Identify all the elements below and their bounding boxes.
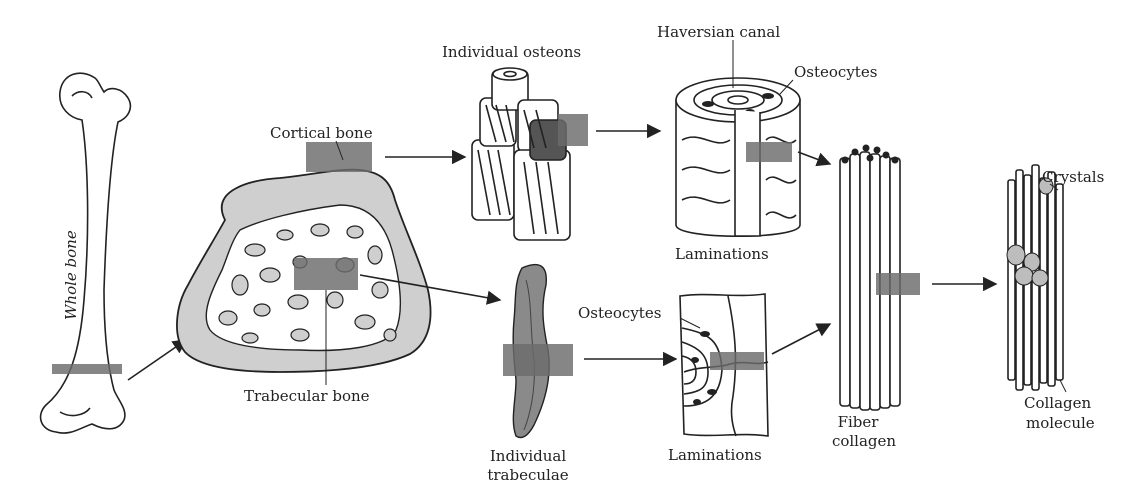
- trabecular-bone-highlight: [294, 258, 358, 290]
- individual-osteons-label: Individual osteons: [442, 43, 581, 61]
- whole-bone-figure: Whole bone: [41, 73, 131, 433]
- individual-trabeculae-label-1: Individual: [490, 447, 566, 465]
- lamination-highlight-bottom: [710, 352, 764, 370]
- cortical-bone-label: Cortical bone: [270, 124, 373, 142]
- arrow-lamination-bottom-to-fiber: [772, 324, 830, 354]
- individual-trabeculae-label-2: trabeculae: [487, 466, 568, 484]
- bone-cross-section: Cortical bone Trabecular bone: [177, 124, 431, 405]
- laminations-bottom-label: Laminations: [668, 446, 762, 464]
- collagen-molecule-label-2: molecule: [1026, 414, 1095, 432]
- whole-bone-highlight: [52, 364, 122, 374]
- whole-bone-label: Whole bone: [62, 230, 80, 320]
- individual-trabecula-figure: Individual trabeculae: [487, 265, 573, 484]
- fiber-highlight: [876, 273, 920, 295]
- osteocytes-top-label: Osteocytes: [794, 63, 877, 81]
- cortical-bone-highlight: [306, 142, 372, 172]
- arrow-lamination-top-to-fiber: [798, 152, 830, 164]
- fiber-collagen-label-1: Fiber: [838, 413, 880, 431]
- trabecula-highlight: [503, 344, 573, 376]
- crystals-label: Crystals: [1042, 168, 1104, 186]
- haversian-canal-label: Haversian canal: [657, 23, 780, 41]
- collagen-molecule-label-1: Collagen: [1024, 394, 1092, 412]
- osteon-highlight: [558, 114, 588, 146]
- fiber-collagen-figure: Fiber collagen: [832, 145, 920, 451]
- collagen-molecule-figure: Crystals Collagen molecule: [1007, 165, 1104, 432]
- arrow-bone-to-section: [128, 340, 186, 380]
- individual-osteons-figure: Individual osteons: [442, 43, 588, 240]
- laminations-top-label: Laminations: [675, 245, 769, 263]
- fiber-collagen-label-2: collagen: [832, 432, 896, 450]
- trabecular-lamellae-figure: Osteocytes Laminations: [578, 294, 768, 464]
- trabecular-bone-label: Trabecular bone: [244, 387, 370, 405]
- lamination-highlight-top: [746, 142, 792, 162]
- osteocytes-bottom-label: Osteocytes: [578, 304, 661, 322]
